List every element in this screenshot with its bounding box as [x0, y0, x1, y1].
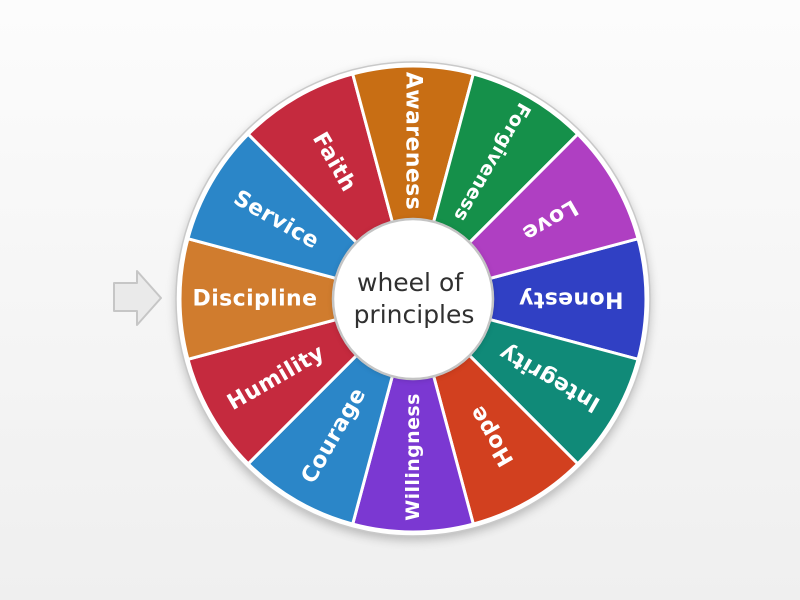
wheel-segment-willingness[interactable] — [351, 297, 475, 534]
segment-label-discipline: Discipline — [193, 287, 318, 312]
spin-pointer-arrow-outline — [113, 270, 162, 326]
wheel-title: wheel of principles — [354, 268, 475, 329]
wheel-center-hub-border — [331, 217, 495, 381]
wheel-segment-honesty[interactable] — [411, 237, 648, 361]
wheel[interactable]: HonestyIntegrityHopeWillingnessCourageHu… — [175, 61, 651, 537]
segment-label-honesty: Honesty — [519, 287, 624, 312]
spin-pointer-arrow-icon — [114, 271, 161, 325]
segment-label-awareness: Awareness — [401, 72, 426, 210]
wheel-rim-edge — [175, 61, 651, 537]
wheel-center-hub — [333, 219, 493, 379]
wheel-title-line2: principles — [354, 300, 475, 329]
wheel-title-line1: wheel of — [357, 268, 464, 297]
segment-label-willingness: Willingness — [402, 393, 424, 521]
wheel-segment-awareness[interactable] — [351, 64, 475, 301]
wheel-segment-discipline[interactable] — [178, 237, 415, 361]
